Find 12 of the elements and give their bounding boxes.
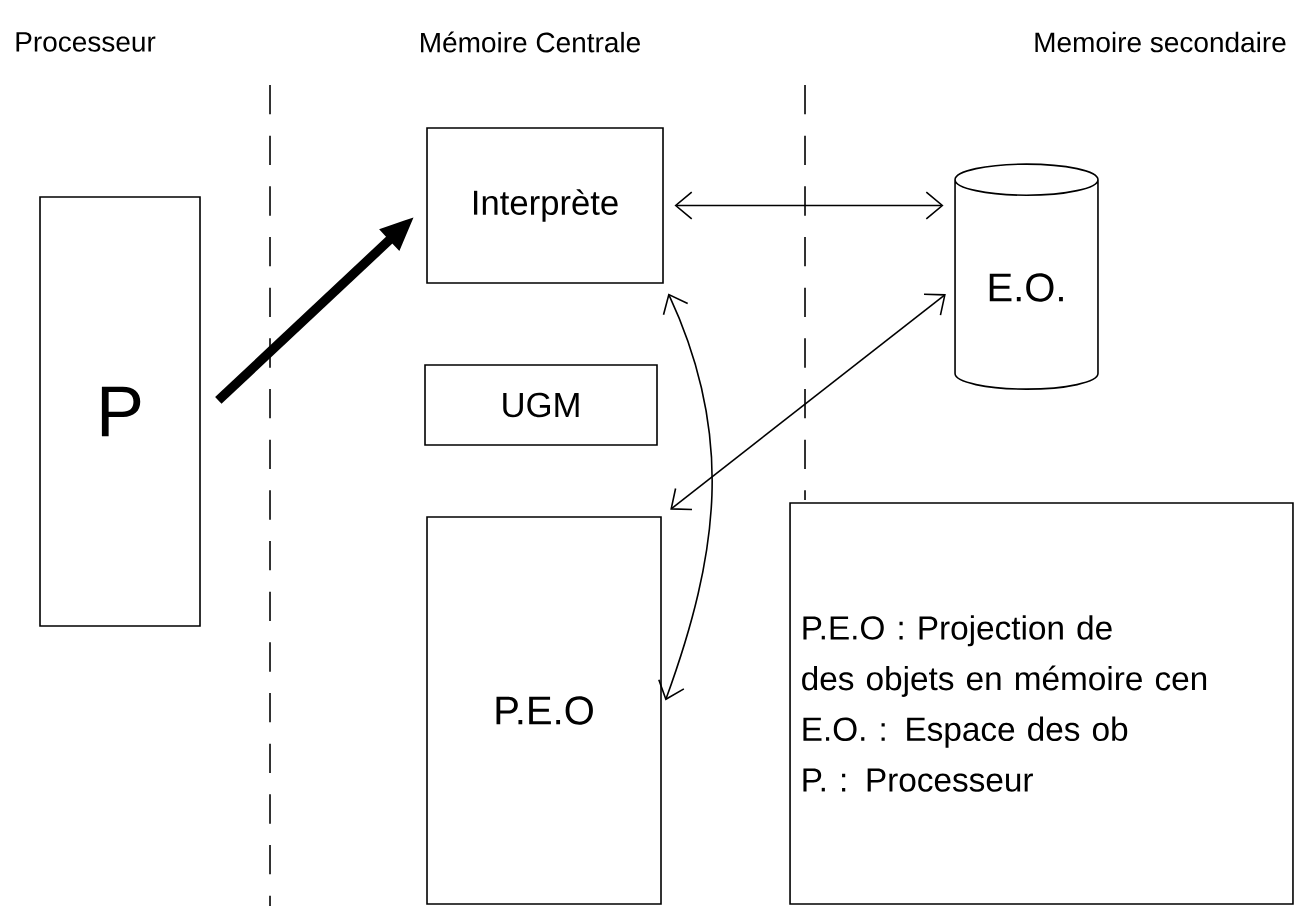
- column-heading: Mémoire Centrale: [421, 31, 640, 53]
- column-heading: Memoire secondaire: [1035, 31, 1286, 53]
- arrow: [670, 293, 946, 511]
- processor-box: P: [39, 196, 201, 627]
- legend-box: P.E.O : Projection de des objets en mémoire cen E.O. : Espace des ob P. : Processeur: [789, 502, 1294, 905]
- column-heading: Processeur: [16, 32, 156, 52]
- arrow: [674, 191, 944, 220]
- ugm-box: UGM: [424, 364, 658, 446]
- arrow: [658, 293, 713, 701]
- peo-box: P.E.O: [426, 516, 662, 905]
- interpreter-box: Interprète: [426, 127, 664, 284]
- storage-cylinder: E.O.: [954, 163, 1099, 390]
